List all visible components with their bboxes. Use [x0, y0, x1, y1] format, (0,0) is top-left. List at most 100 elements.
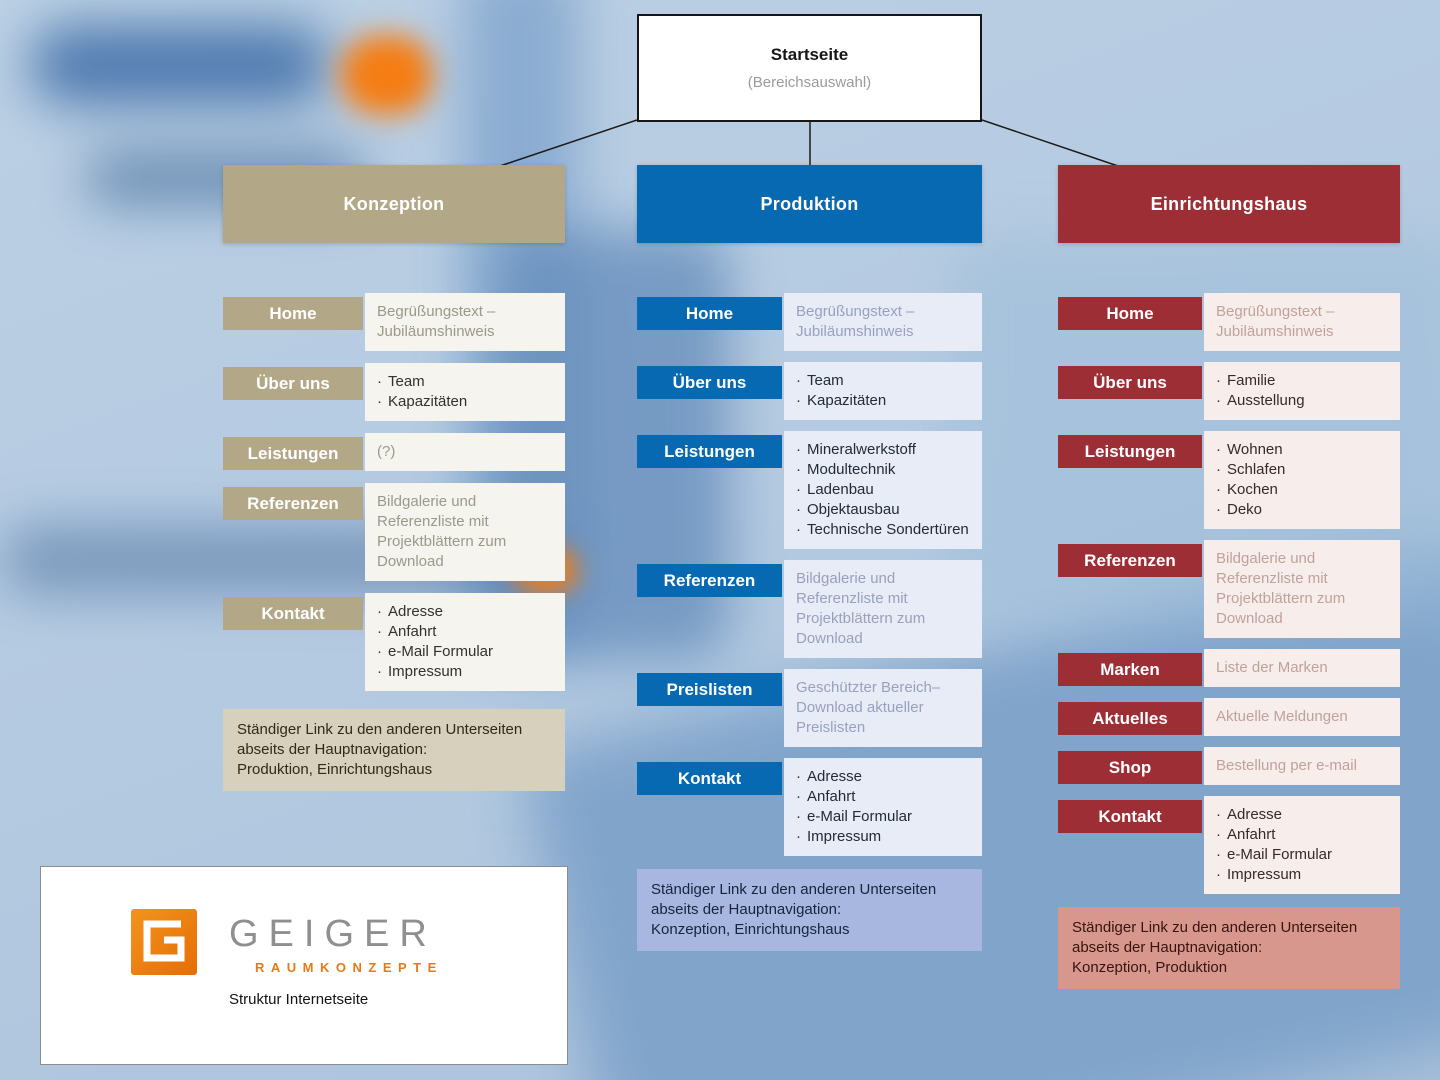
text-line: Projektblättern zum [1216, 590, 1346, 607]
nav-label-shop: Shop [1058, 751, 1202, 784]
content-kontakt: AdresseAnfahrt e-Mail FormularImpressum [365, 593, 565, 691]
bullet-text: Deko [1227, 501, 1263, 518]
startseite-node: Startseite (Bereichsauswahl) [637, 14, 982, 122]
bullet-text: Kapazitäten [388, 393, 468, 410]
footer-note-produktion: Ständiger Link zu den anderen Unterseite… [637, 869, 982, 951]
nav-label-home: Home [637, 297, 782, 330]
text-line: Begrüßungstext – [377, 303, 496, 320]
bullet-item: Anfahrt [377, 622, 553, 642]
text-line: Bildgalerie und [1216, 550, 1316, 567]
footer-line: Ständiger Link zu den anderen Unterseite… [1072, 919, 1358, 936]
bullet-item: Anfahrt [796, 787, 970, 807]
text-line: Download [796, 630, 863, 647]
row-home: Home Begrüßungstext – Jubiläumshinweis [223, 293, 565, 351]
bullet-item: Impressum [796, 827, 970, 847]
bullet-text: Technische Sondertüren [807, 521, 969, 538]
footer-line: Produktion, Einrichtungshaus [237, 761, 433, 778]
bg-blob [30, 25, 330, 105]
bullet-text: Wohnen [1227, 441, 1283, 458]
footer-note-konzeption: Ständiger Link zu den anderen Unterseite… [223, 709, 565, 791]
bullet-item: Ladenbau [796, 480, 970, 500]
bullet-item: e-Mail Formular [1216, 845, 1388, 865]
bullet-text: Anfahrt [388, 623, 437, 640]
bullet-text: Team [388, 373, 425, 390]
geiger-brand-text: GEIGER [229, 913, 437, 955]
bullet-item: Mineralwerkstoff [796, 440, 970, 460]
row-ueber-uns: Über unsTeamKapazitäten [637, 362, 982, 420]
section-header-konzeption: Konzeption [223, 165, 565, 243]
nav-label-ueber-uns: Über uns [1058, 366, 1202, 399]
nav-label-ueber-uns: Über uns [637, 366, 782, 399]
bullet-item: Objektausbau [796, 500, 970, 520]
content-home: Begrüßungstext –Jubiläumshinweis [784, 293, 982, 351]
text-line: Referenzliste mit [796, 590, 908, 607]
bullet-text: Modultechnik [807, 461, 896, 478]
text-line: Preislisten [796, 719, 866, 736]
nav-label-leistungen: Leistungen [1058, 435, 1202, 468]
nav-label-preislisten: Preislisten [637, 673, 782, 706]
row-kontakt: Kontakt AdresseAnfahrt e-Mail FormularImpr… [223, 593, 565, 691]
text-line: Projektblättern zum [377, 533, 507, 550]
text-line: Liste der Marken [1216, 659, 1328, 676]
nav-label-home: Home [1058, 297, 1202, 330]
nav-label-home: Home [223, 297, 363, 330]
bullet-text: Adresse [1227, 806, 1283, 823]
section-header-einrichtungshaus: Einrichtungshaus [1058, 165, 1400, 243]
bullet-item: Wohnen [1216, 440, 1388, 460]
text-line: Download [1216, 610, 1283, 627]
bullet-text: Objektausbau [807, 501, 900, 518]
text-line: Projektblättern zum [796, 610, 926, 627]
content-shop: Bestellung per e-mail [1204, 747, 1400, 785]
bullet-item: Kochen [1216, 480, 1388, 500]
bullet-item: e-Mail Formular [377, 642, 553, 662]
section-header-produktion: Produktion [637, 165, 982, 243]
bullet-text: Adresse [388, 603, 444, 620]
content-aktuelles: Aktuelle Meldungen [1204, 698, 1400, 736]
nav-label-leistungen: Leistungen [223, 437, 363, 470]
text-line: Aktuelle Meldungen [1216, 708, 1348, 725]
bullet-text: Familie [1227, 372, 1276, 389]
footer-line: Ständiger Link zu den anderen Unterseite… [237, 721, 523, 738]
footer-line: abseits der Hauptnavigation: [237, 741, 428, 758]
nav-label-ueber-uns: Über uns [223, 367, 363, 400]
bullet-text: Ausstellung [1227, 392, 1305, 409]
content-kontakt: AdresseAnfahrte-Mail FormularImpressum [1204, 796, 1400, 894]
bullet-item: Adresse [1216, 805, 1388, 825]
content-marken: Liste der Marken [1204, 649, 1400, 687]
nav-label-aktuelles: Aktuelles [1058, 702, 1202, 735]
bullet-text: Adresse [807, 768, 863, 785]
row-ueber-uns: Über unsFamilieAusstellung [1058, 362, 1400, 420]
row-aktuelles: Aktuelles Aktuelle Meldungen [1058, 698, 1400, 736]
geiger-tagline: RAUMKONZEPTE [255, 960, 443, 975]
bullet-item: Anfahrt [1216, 825, 1388, 845]
footer-line: abseits der Hauptnavigation: [651, 901, 842, 918]
bullet-item: Kapazitäten [377, 392, 553, 412]
footer-line: Ständiger Link zu den anderen Unterseite… [651, 881, 937, 898]
row-shop: Shop Bestellung per e-mail [1058, 747, 1400, 785]
bullet-item: Impressum [1216, 865, 1388, 885]
text-line: Begrüßungstext – [1216, 303, 1335, 320]
nav-label-kontakt: Kontakt [223, 597, 363, 630]
bullet-item: Impressum [377, 662, 553, 682]
bullet-text: Team [807, 372, 844, 389]
content-ueber-uns: FamilieAusstellung [1204, 362, 1400, 420]
bullet-item: Deko [1216, 500, 1388, 520]
text-line: Bestellung per e-mail [1216, 757, 1357, 774]
bg-blob [340, 35, 435, 115]
bullet-text: e-Mail Formular [388, 643, 494, 660]
bullet-item: Familie [1216, 371, 1388, 391]
text-line: Jubiläumshinweis [377, 323, 495, 340]
bullet-item: Team [377, 372, 553, 392]
bullet-item: Schlafen [1216, 460, 1388, 480]
footer-note-einrichtungshaus: Ständiger Link zu den anderen Unterseite… [1058, 907, 1400, 989]
content-ueber-uns: TeamKapazitäten [784, 362, 982, 420]
bullet-text: Schlafen [1227, 461, 1286, 478]
